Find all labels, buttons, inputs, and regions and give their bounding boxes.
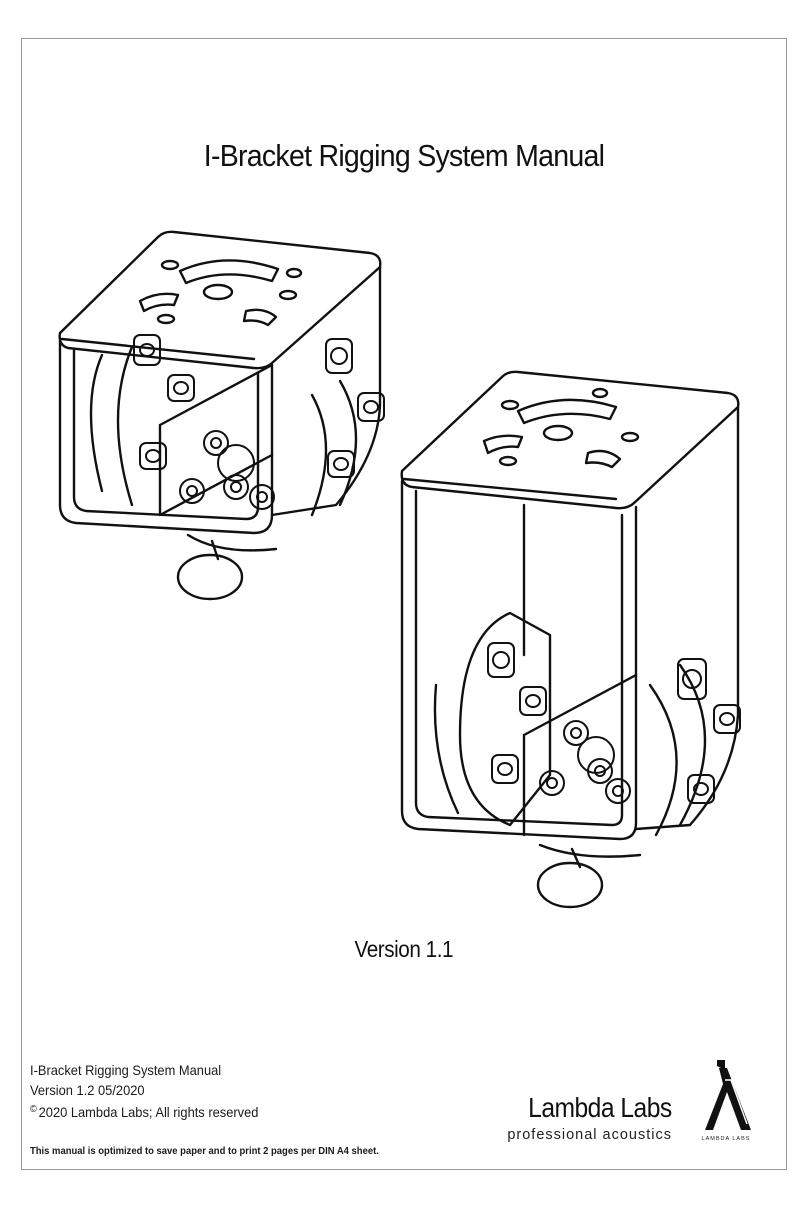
brand-name: Lambda Labs <box>528 1092 672 1123</box>
info-copyright: ©2020 Lambda Labs; All rights reserved <box>30 1100 258 1122</box>
bracket-illustration <box>58 230 741 909</box>
info-version: Version 1.2 05/2020 <box>30 1082 145 1098</box>
manual-title: I-Bracket Rigging System Manual <box>203 138 605 173</box>
version-label: Version 1.1 <box>354 936 454 962</box>
copyright-symbol: © <box>30 1104 37 1115</box>
right-bracket-drawing <box>400 370 741 909</box>
page-frame <box>21 38 787 1170</box>
document-info: I-Bracket Rigging System Manual Version … <box>30 1060 258 1122</box>
lambda-labs-logo: LAMBDA LABS <box>702 1060 751 1142</box>
brand-block: Lambda Labs professional acoustics <box>507 1092 672 1144</box>
brand-tagline: professional acoustics <box>507 1127 672 1143</box>
left-bracket-drawing <box>58 230 385 601</box>
info-title: I-Bracket Rigging System Manual <box>30 1062 222 1078</box>
copyright-text: 2020 Lambda Labs; All rights reserved <box>38 1104 259 1120</box>
logo-wordmark: LAMBDA LABS <box>702 1136 751 1142</box>
print-note: This manual is optimized to save paper a… <box>30 1145 379 1157</box>
